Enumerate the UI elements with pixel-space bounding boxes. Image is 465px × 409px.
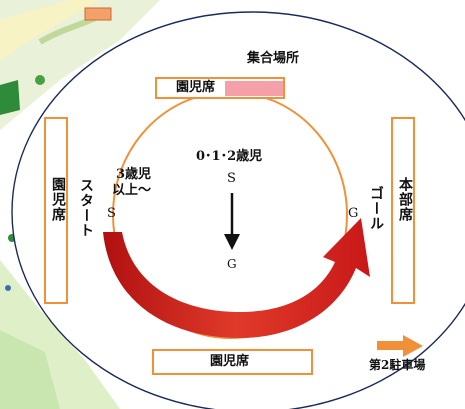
top-seat-label: 園児席 <box>176 80 216 95</box>
left-seat-box: 園児席 <box>44 117 68 304</box>
outer-group-label-line2: 以上～ <box>112 183 152 198</box>
map-green-marker <box>0 80 20 115</box>
race-direction-arrow <box>103 218 370 338</box>
field-outline <box>11 11 465 409</box>
down-arrow-icon <box>224 234 240 250</box>
inner-group-label: 0･1･2歳児 <box>196 149 263 164</box>
parking-label: 第2駐車場 <box>369 358 426 372</box>
assembly-area-label: 集合場所 <box>247 51 300 66</box>
top-seat-box: 園児席 <box>155 77 285 99</box>
inner-goal-label: G <box>227 257 237 271</box>
map-label-box <box>84 7 112 21</box>
bottom-seat-label: 園児席 <box>210 354 250 369</box>
outer-goal-label: G <box>348 206 359 221</box>
inner-start-label: S <box>227 171 236 186</box>
left-seat-label: 園児席 <box>50 177 66 222</box>
parking-arrow-icon <box>403 335 423 357</box>
map-road-top-left <box>0 0 100 60</box>
hq-seat-box: 本部席 <box>391 117 415 304</box>
outer-group-label-line1: 3歳児 <box>116 167 152 182</box>
bottom-seat-box: 園児席 <box>152 349 313 375</box>
assembly-area-box <box>225 81 283 96</box>
parking-arrow-shaft <box>377 341 405 350</box>
goal-label: ゴール <box>368 186 384 231</box>
start-label: スタート <box>78 178 94 238</box>
outer-start-label: S <box>107 206 116 221</box>
hq-seat-label: 本部席 <box>397 177 413 222</box>
